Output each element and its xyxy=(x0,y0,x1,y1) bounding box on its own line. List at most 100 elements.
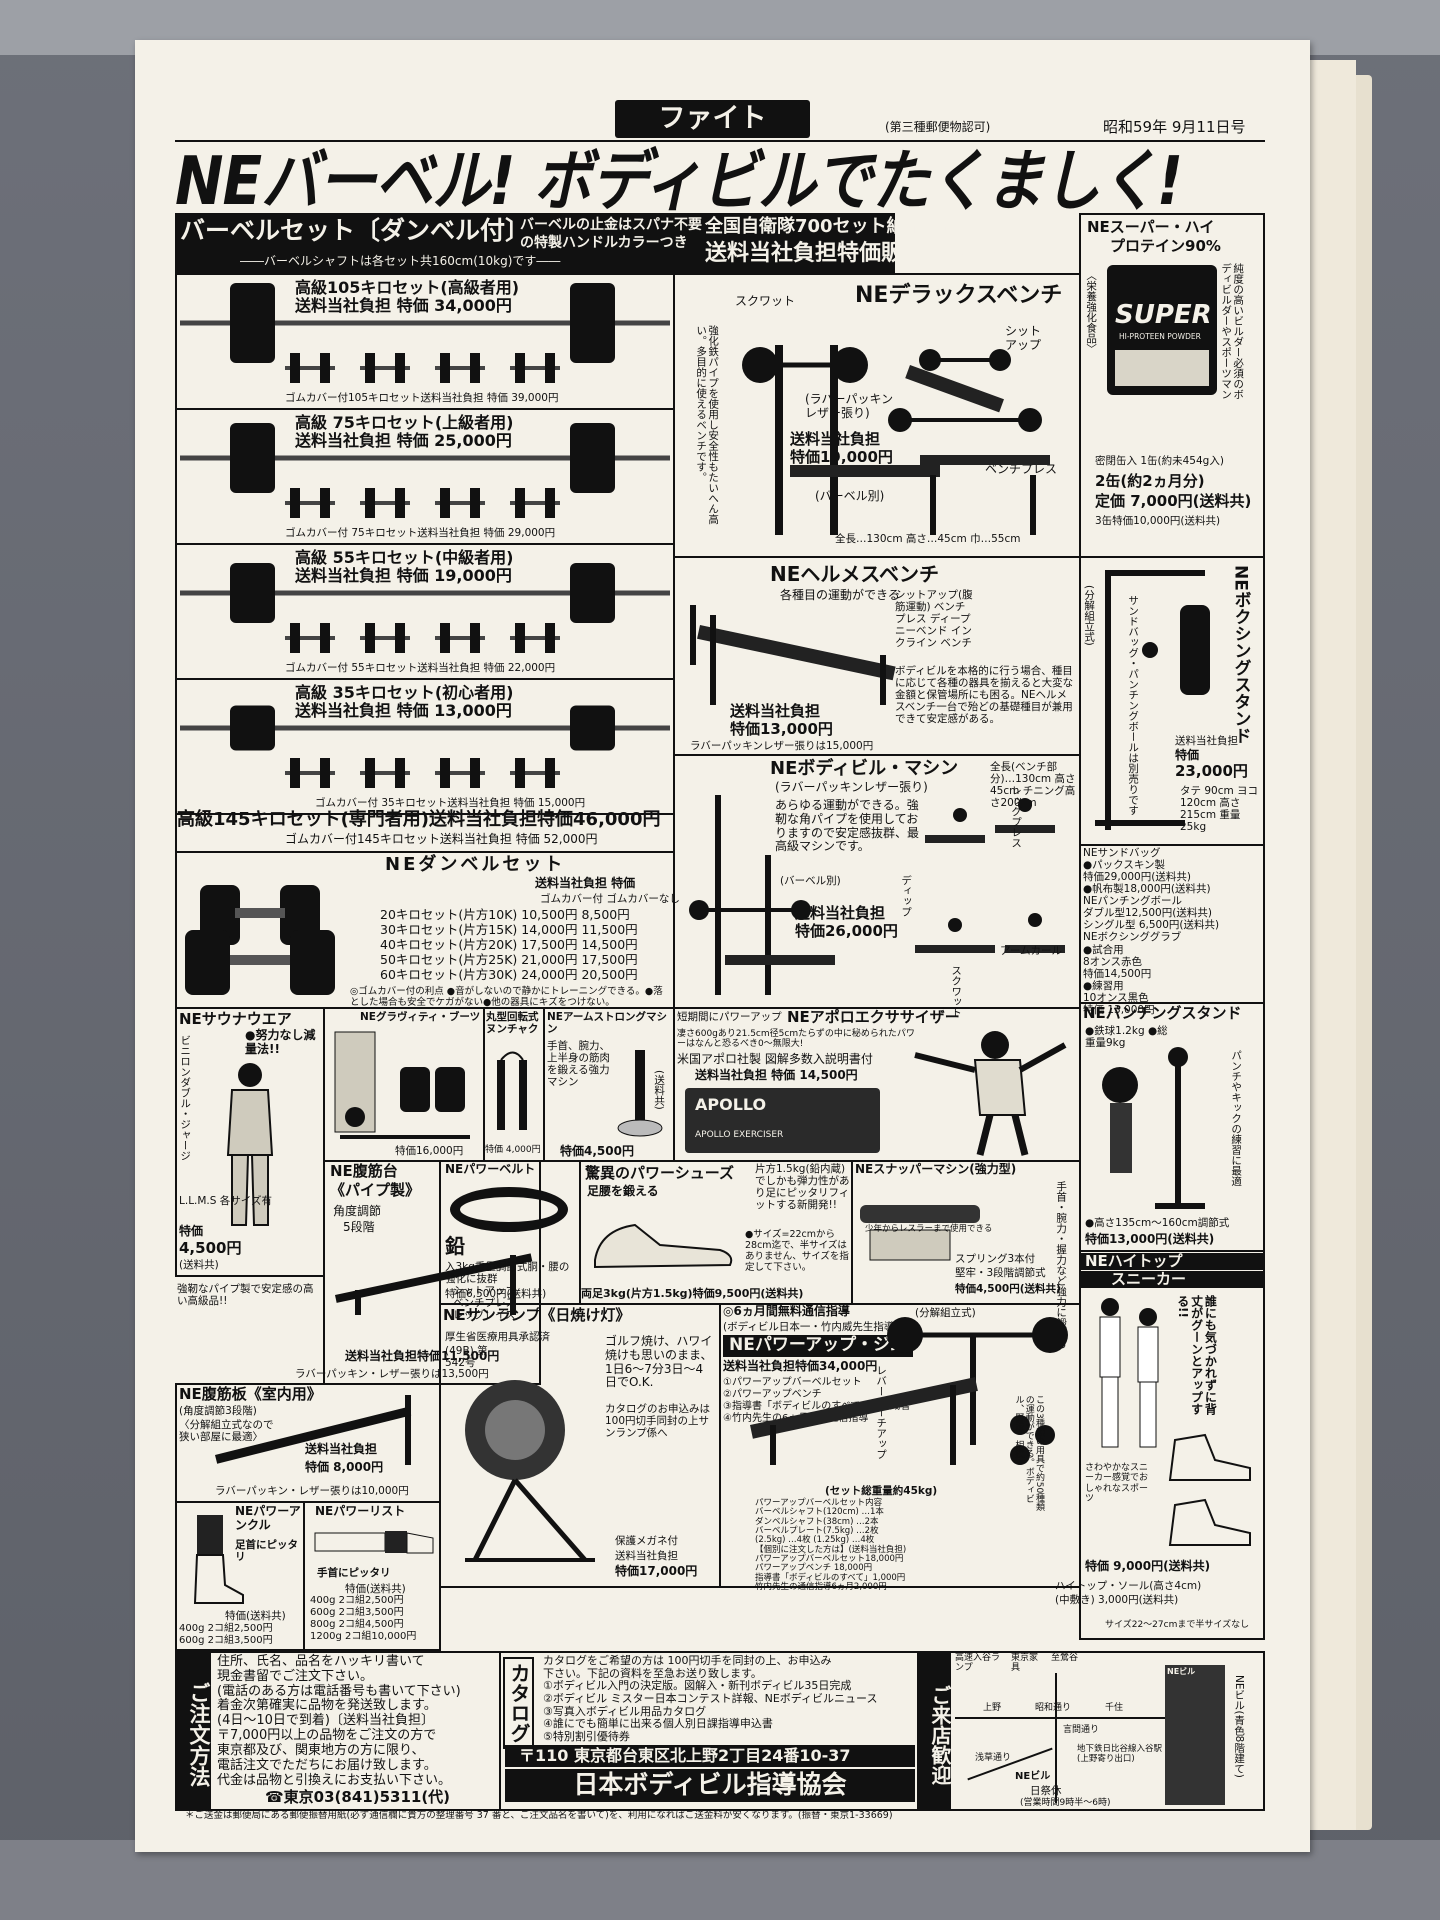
protein-can: SUPER HI-PROTEEN POWDER xyxy=(1107,265,1217,395)
order-line: 代金は品物と引換えにお支払い下さい。 xyxy=(217,1772,452,1788)
sandbag-list-line: 特価 13,000円 xyxy=(1083,1003,1155,1016)
hermes-sub: 各種目の運動ができる xyxy=(780,588,900,602)
wrist-sub: 手首にピッタリ xyxy=(317,1567,391,1579)
gym-set-row: パワーアップバーベルセット内容 xyxy=(755,1498,883,1508)
fukkin-dai-sub-2: 5段階 xyxy=(343,1220,375,1234)
sauna-price-3: (送料共) xyxy=(179,1259,219,1271)
footer-note: ＊ご送金は郵便局にある郵便振替用紙(必ず通信欄に貴方の整理番号 37 番と、ご注… xyxy=(185,1810,893,1821)
promo-line-3: 実施中!! xyxy=(940,228,1066,266)
belt-title: NEパワーベルト xyxy=(445,1162,536,1176)
protein-title: NEスーパー・ハイ xyxy=(1087,218,1215,236)
sunlamp-price-3: 特価17,000円 xyxy=(615,1564,698,1578)
bench-price-2: 特価19,000円 xyxy=(790,448,893,466)
shoes-illustration xyxy=(594,1223,733,1269)
ankle-illustration xyxy=(193,1515,244,1604)
gym-side: この3種類の用具で約50種類の運動ができる。ボディビル、野球、相撲 xyxy=(1013,1395,1045,1512)
protein-price: 2缶(約2ヵ月分) xyxy=(1095,472,1205,490)
snapper-price: 特価4,500円(送料共) xyxy=(955,1283,1061,1295)
gym-assembly: (分解組立式) xyxy=(915,1307,976,1319)
background-bottom xyxy=(0,1840,1440,1920)
issue-date: 昭和59年 9月11日号 xyxy=(1103,118,1246,136)
apollo-price: 送料当社負担 特価 14,500円 xyxy=(695,1068,858,1082)
boxing-side-1: (分解組立式) xyxy=(1083,585,1096,646)
visit-label: ご来店歓迎 xyxy=(917,1651,952,1811)
nunchaku-illustration xyxy=(497,1051,527,1130)
sandbag-list-line: シングル型 6,500円(送料共) xyxy=(1083,919,1220,932)
apollo-maker: 米国アポロ社製 図解多数入説明書付 xyxy=(677,1052,873,1066)
armstrong-price: 特価4,500円 xyxy=(560,1144,634,1158)
fukkin-dai-title: NE腹筋台 xyxy=(330,1162,398,1180)
shoes-note: ●サイズ=22cmから28cm迄で、半サイズはありません、サイズを指定して下さい… xyxy=(745,1229,849,1273)
wrist-title: NEパワーリスト xyxy=(315,1504,406,1518)
machine-desc: あらゆる運動ができる。強靭な角パイプを使用しておりますので安定感抜群、最高級マシ… xyxy=(775,798,920,854)
apollo-athlete-illustration xyxy=(914,1031,1067,1156)
sandbag-list-line: 10オンス黒色 xyxy=(1083,991,1149,1004)
hightop-people-illustration xyxy=(1099,1298,1159,1448)
gym-set-rows: パワーアップバーベルセット内容バーベルシャフト(120cm) …1本ダンベルシャ… xyxy=(755,1498,906,1592)
boxing-price-3: 23,000円 xyxy=(1175,762,1248,780)
hightop-sole-2: (中敷き) 3,000円(送料共) xyxy=(1055,1594,1179,1606)
order-line: (電話のある方は電話番号も書いて下さい) xyxy=(217,1683,461,1699)
gym-set-title: (セット総重量約45kg) xyxy=(825,1485,938,1497)
sauna-price: 特価 xyxy=(179,1224,204,1238)
bench-situp-label: シット アップ xyxy=(1005,324,1042,352)
fukkin-dai-desc: 強靭なパイプ製で安定感の高い高級品!! xyxy=(177,1283,314,1308)
sandbag-price-list: NEサンドバッグ●パックスキン製特価29,000円(送料共)●帆布製18,000… xyxy=(1083,847,1219,1016)
nunchaku-title: 丸型回転式ヌンチャク xyxy=(486,1011,539,1036)
machine-label-dip: ディップ xyxy=(900,875,913,917)
map-label: 東京家具 xyxy=(1011,1653,1039,1674)
wrist-row: 1200g 2コ組10,000円 xyxy=(310,1631,417,1642)
ankle-sub: 足首にピッタリ xyxy=(235,1539,298,1564)
fukkin-dai-illustration xyxy=(335,1253,533,1315)
gym-list-item: ③指導書「ボディビルのすべて」竹内威著 xyxy=(723,1401,911,1412)
fukkin-ita-title: NE腹筋板《室内用》 xyxy=(179,1385,322,1403)
sandbag-list-line: NEパンチングボール xyxy=(1083,895,1183,908)
wrist-box xyxy=(303,1501,441,1651)
protein-can-sub: HI-PROTEEN POWDER xyxy=(1119,332,1201,341)
barbell-illustration xyxy=(180,563,670,653)
sunlamp-note: カタログのお申込みは100円切手同封の上サンランプ係へ xyxy=(605,1403,710,1440)
catalog-lines: カタログをご希望の方は 100円切手を同封の上、お申込み下さい。下記の資料を至急… xyxy=(543,1654,877,1743)
snapper-spec-2: 堅牢・3段階調節式 xyxy=(955,1267,1046,1279)
boxing-price: 送料当社負担 xyxy=(1175,735,1238,747)
fukkin-ita-note: ラバーパッキン・レザー張りは10,000円 xyxy=(215,1485,409,1497)
dumbbell-note: ◎ゴムカバー付の利点 ●音がしないので静かにトレーニングできる。●落とした場合も… xyxy=(350,986,663,1008)
machine-barbell-sep: (バーベル別) xyxy=(780,875,841,887)
snapper-illustration xyxy=(860,1205,980,1261)
dumbbell-header: 送料当社負担 特価 xyxy=(535,876,636,890)
dumbbell-row: 30キロセット(片方15K) 14,000円 11,500円 xyxy=(380,922,638,937)
wrist-illustration xyxy=(314,1531,434,1554)
dumbbell-row: 50キロセット(片方25K) 21,000円 17,500円 xyxy=(380,952,638,967)
hermes-note: ラバーパッキンレザー張りは15,000円 xyxy=(690,740,874,752)
hightop-title-2: スニーカー xyxy=(1081,1270,1263,1289)
dumbbell-row: 40キロセット(片方20K) 17,500円 14,500円 xyxy=(380,937,638,952)
barbell-illustration xyxy=(180,423,670,518)
fight-banner: ファイト xyxy=(615,100,810,138)
gym-set-row: パワーアップベンチ 18,000円 xyxy=(755,1563,873,1574)
sunlamp-illustration xyxy=(465,1380,595,1562)
boxing-side-2: サンドバッグ・パンチングボールは別売りです xyxy=(1127,595,1140,816)
catalog-org: 日本ボディビル指導協会 xyxy=(505,1769,915,1802)
dumbbell-row: 20キロセット(片方10K) 10,500円 8,500円 xyxy=(380,907,630,922)
machine-title: NEボディビル・マシン xyxy=(770,758,959,779)
shoes-sub: 足腰を鍛える xyxy=(587,1184,659,1198)
dumbbell-illustration xyxy=(185,885,335,995)
sunlamp-price-2: 送料当社負担 xyxy=(615,1550,678,1562)
sauna-sizes: L.L.M.S 各サイズ有 xyxy=(179,1195,272,1207)
gym-labels: レバーバーチアップ xyxy=(875,1365,888,1460)
sandbag-list-line: NEサンドバッグ xyxy=(1083,847,1161,859)
apollo-brand: APOLLO xyxy=(695,1095,767,1114)
gym-price: 送料当社負担特価34,000円 xyxy=(723,1359,878,1373)
fukkin-ita-price: 送料当社負担 xyxy=(305,1442,378,1456)
order-line: 電話注文でただちにお届け致します。 xyxy=(217,1757,437,1773)
hightop-size: サイズ22〜27cmまで半サイズなし xyxy=(1105,1620,1250,1630)
sandbag-list-line: ダブル型12,500円(送料共) xyxy=(1083,907,1212,920)
gym-header: ◎6ヵ月間無料通信指導 xyxy=(723,1304,850,1318)
hightop-title: NEハイトップ xyxy=(1081,1252,1263,1271)
headline: NEバーベル! ボディビルでたくましく! xyxy=(175,141,1183,221)
punching-size: ●高さ135cm〜160cm調節式 xyxy=(1085,1217,1230,1229)
protein-can-faces xyxy=(1115,350,1209,386)
map-label: 上野 xyxy=(983,1703,1002,1713)
